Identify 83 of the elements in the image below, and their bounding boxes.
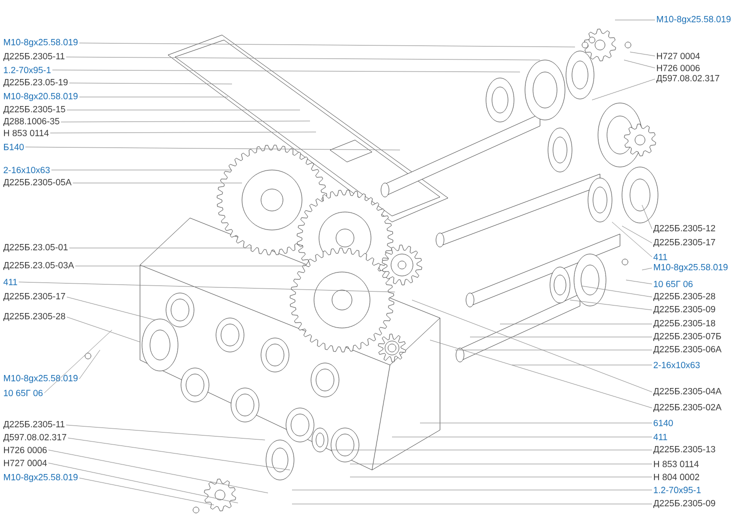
leader-line bbox=[66, 424, 266, 440]
part-label: Д225Б.2305-13 bbox=[653, 446, 716, 454]
part-label: 6140 bbox=[654, 420, 673, 426]
part-label: Н 853 0114 bbox=[4, 130, 49, 136]
leader-line bbox=[79, 478, 214, 506]
part-label: Н727 0004 bbox=[656, 52, 700, 60]
leader-line bbox=[624, 60, 656, 68]
leader-line bbox=[25, 146, 400, 150]
part-label: 10 65Г 06 bbox=[4, 390, 43, 396]
leader-line bbox=[50, 132, 316, 134]
leader-line bbox=[44, 330, 112, 394]
leader-line bbox=[79, 350, 100, 380]
part-label: Д225Б.2305-28 bbox=[653, 292, 716, 301]
part-label: Д225Б.2305-11 bbox=[3, 52, 64, 62]
leader-line bbox=[582, 286, 652, 298]
leader-line bbox=[512, 364, 652, 366]
part-label: Д225Б.2305-15 bbox=[3, 106, 66, 114]
leader-line bbox=[622, 226, 652, 244]
part-label: 2-16x10x63 bbox=[4, 166, 50, 174]
leader-line bbox=[570, 300, 652, 310]
part-label: Д597.08.02.317 bbox=[3, 434, 66, 442]
leader-line bbox=[470, 336, 652, 338]
part-label: M10-8gx25.58.019 bbox=[4, 38, 78, 48]
part-label: Д225Б.2305-07Б bbox=[653, 332, 721, 341]
part-label: Д225Б.23.05-01 bbox=[3, 244, 68, 252]
part-label: Д225Б.23.05-03А bbox=[3, 262, 74, 270]
part-label: Н 804 0002 bbox=[654, 474, 700, 480]
part-label: 411 bbox=[653, 254, 668, 260]
part-label: Д225Б.2305-09 bbox=[653, 500, 716, 508]
part-label: Д225Б.2305-05А bbox=[3, 178, 72, 188]
leader-line bbox=[66, 296, 156, 320]
part-label: Д225Б.2305-09 bbox=[653, 306, 716, 314]
part-label: Н726 0006 bbox=[4, 446, 47, 454]
leader-line bbox=[52, 70, 520, 72]
part-label: M10-8gx25.58.019 bbox=[654, 264, 728, 272]
part-label: Д225Б.2305-18 bbox=[653, 320, 716, 328]
leader-line bbox=[68, 438, 290, 470]
leader-line bbox=[69, 82, 232, 84]
leader-line bbox=[392, 436, 652, 438]
part-label: Д225Б.2305-04А bbox=[653, 388, 722, 396]
part-label: Д225Б.2305-28 bbox=[3, 312, 66, 321]
part-label: Д225Б.2305-06А bbox=[653, 346, 722, 354]
leader-line bbox=[79, 42, 576, 48]
part-label: 2-16x10x63 bbox=[654, 362, 700, 368]
part-label: 411 bbox=[653, 434, 668, 440]
part-label: Д597.08.02.317 bbox=[656, 74, 720, 84]
leader-line bbox=[630, 52, 656, 56]
leader-line bbox=[612, 222, 652, 258]
part-label: Д225Б.2305-12 bbox=[653, 224, 716, 234]
part-label: Б140 bbox=[4, 144, 24, 150]
part-label: Н726 0006 bbox=[656, 64, 700, 72]
leader-line bbox=[66, 56, 540, 60]
leader-line bbox=[420, 422, 652, 424]
part-label: 411 bbox=[3, 278, 18, 286]
leader-line bbox=[48, 450, 268, 494]
part-label: Д225Б.2305-17 bbox=[653, 238, 716, 248]
part-label: M10-8gx25.58.019 bbox=[4, 374, 78, 384]
part-label: Д225Б.23.05-19 bbox=[3, 78, 68, 88]
leader-line bbox=[430, 340, 652, 408]
leader-line bbox=[626, 280, 652, 284]
leader-line bbox=[350, 476, 652, 478]
leader-line bbox=[592, 78, 656, 100]
part-label: Н727 0004 bbox=[4, 460, 47, 466]
part-label: Н 853 0114 bbox=[654, 460, 699, 468]
part-label: M10-8gx25.58.019 bbox=[656, 16, 731, 24]
part-label: Д225Б.2305-02А bbox=[653, 404, 722, 412]
part-label: Д225Б.2305-11 bbox=[3, 420, 64, 429]
leader-line bbox=[412, 300, 652, 392]
part-label: 1.2-70x95-1 bbox=[4, 66, 51, 74]
part-label: M10-8gx20.58.019 bbox=[4, 92, 78, 102]
leader-line bbox=[72, 182, 242, 184]
leader-line bbox=[48, 462, 238, 504]
leader-line bbox=[18, 282, 396, 292]
leader-line bbox=[79, 96, 228, 98]
leader-line bbox=[60, 120, 310, 122]
leader-line bbox=[66, 316, 140, 342]
part-label: Д225Б.2305-17 bbox=[3, 292, 66, 301]
part-label: M10-8gx25.58.019 bbox=[4, 474, 78, 482]
part-label: 1.2-70x95-1 bbox=[654, 486, 701, 494]
leader-line bbox=[642, 268, 652, 270]
part-label: 10 65Г 06 bbox=[654, 280, 693, 288]
leader-line bbox=[642, 204, 652, 230]
part-label: Д288.1006-35 bbox=[3, 118, 60, 126]
